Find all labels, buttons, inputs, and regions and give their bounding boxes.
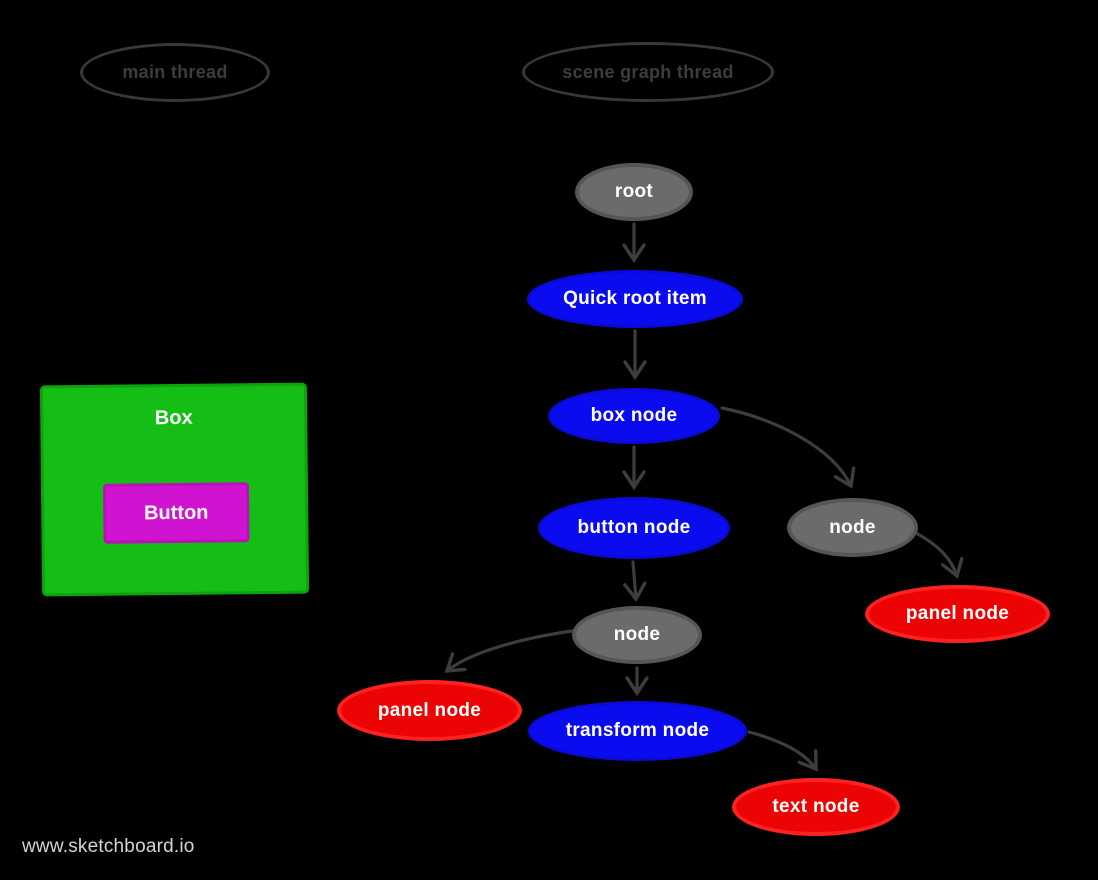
box-label: Box (154, 406, 193, 430)
edge-transform-node-to-text-node (747, 730, 818, 772)
node-box-node-label: box node (590, 405, 678, 426)
main-thread-ellipse[interactable]: main thread (80, 43, 270, 102)
watermark: www.sketchboard.io (22, 836, 195, 857)
edge-button-node-to-node-mid (623, 560, 647, 603)
node-button-node[interactable]: button node (538, 497, 730, 559)
node-text-node[interactable]: text node (732, 778, 900, 836)
node-root[interactable]: root (575, 163, 693, 221)
scene-graph-thread-label: scene graph thread (562, 61, 734, 82)
node-quick-root-item[interactable]: Quick root item (527, 270, 743, 328)
node-text-node-label: text node (772, 796, 860, 817)
node-transform-node-label: transform node (565, 720, 710, 741)
button-shape[interactable]: Button (102, 482, 250, 544)
node-button-node-label: button node (577, 517, 691, 538)
node-mid-label: node (613, 624, 661, 645)
node-right-label: node (829, 516, 876, 538)
node-panel-node-left[interactable]: panel node (337, 680, 522, 741)
node-quick-root-item-label: Quick root item (563, 288, 707, 309)
node-panel-node-left-label: panel node (377, 699, 482, 721)
node-box-node[interactable]: box node (548, 388, 720, 444)
button-label: Button (143, 501, 209, 524)
main-thread-label: main thread (122, 62, 228, 82)
node-panel-node-right[interactable]: panel node (865, 585, 1050, 643)
edge-node-right-to-panel-node-right (914, 531, 964, 579)
node-right[interactable]: node (787, 498, 918, 557)
node-panel-node-right-label: panel node (905, 603, 1010, 624)
edge-node-mid-to-panel-node-left (444, 629, 574, 673)
node-root-label: root (614, 181, 654, 202)
node-transform-node[interactable]: transform node (528, 701, 747, 761)
edge-box-node-to-node-right (720, 406, 856, 489)
scene-graph-thread-ellipse[interactable]: scene graph thread (522, 42, 774, 102)
box-shape[interactable]: Box Button (39, 382, 310, 597)
node-mid[interactable]: node (572, 606, 702, 664)
